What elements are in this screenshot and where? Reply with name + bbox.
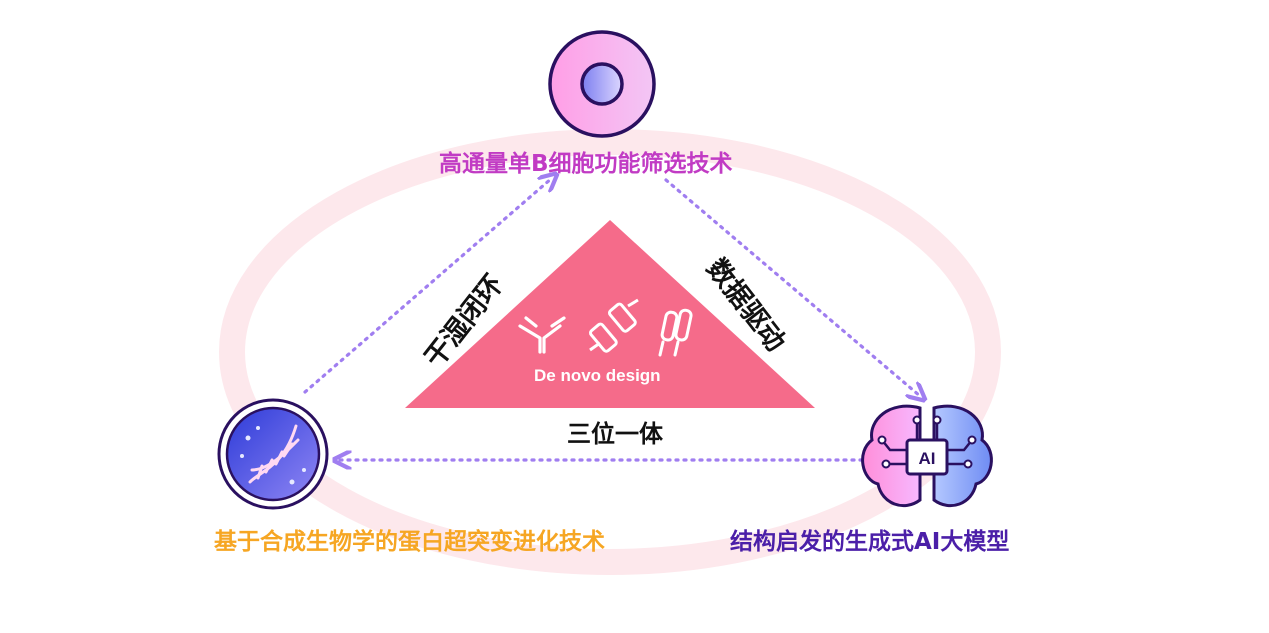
arrow-top-to-right [664,178,920,396]
arrow-left-to-top [303,178,552,394]
antibody-icon [518,316,566,354]
dna-cell-icon [217,398,329,510]
ai-brain-icon: AI [861,404,993,507]
left-node-label: 基于合成生物学的蛋白超突变进化技术 [214,529,605,555]
center-label: 三位一体 [567,420,663,448]
design-label: De novo design [534,366,661,385]
ai-chip-label: AI [919,449,936,468]
right-node-label: 结构启发的生成式AI大模型 [730,529,1010,555]
cell-icon [548,30,656,138]
tcr-icon [658,308,693,357]
top-node-label: 高通量单B细胞功能筛选技术 [439,151,733,177]
background-ring [219,129,1001,575]
protein-fragment-icon [589,298,639,353]
